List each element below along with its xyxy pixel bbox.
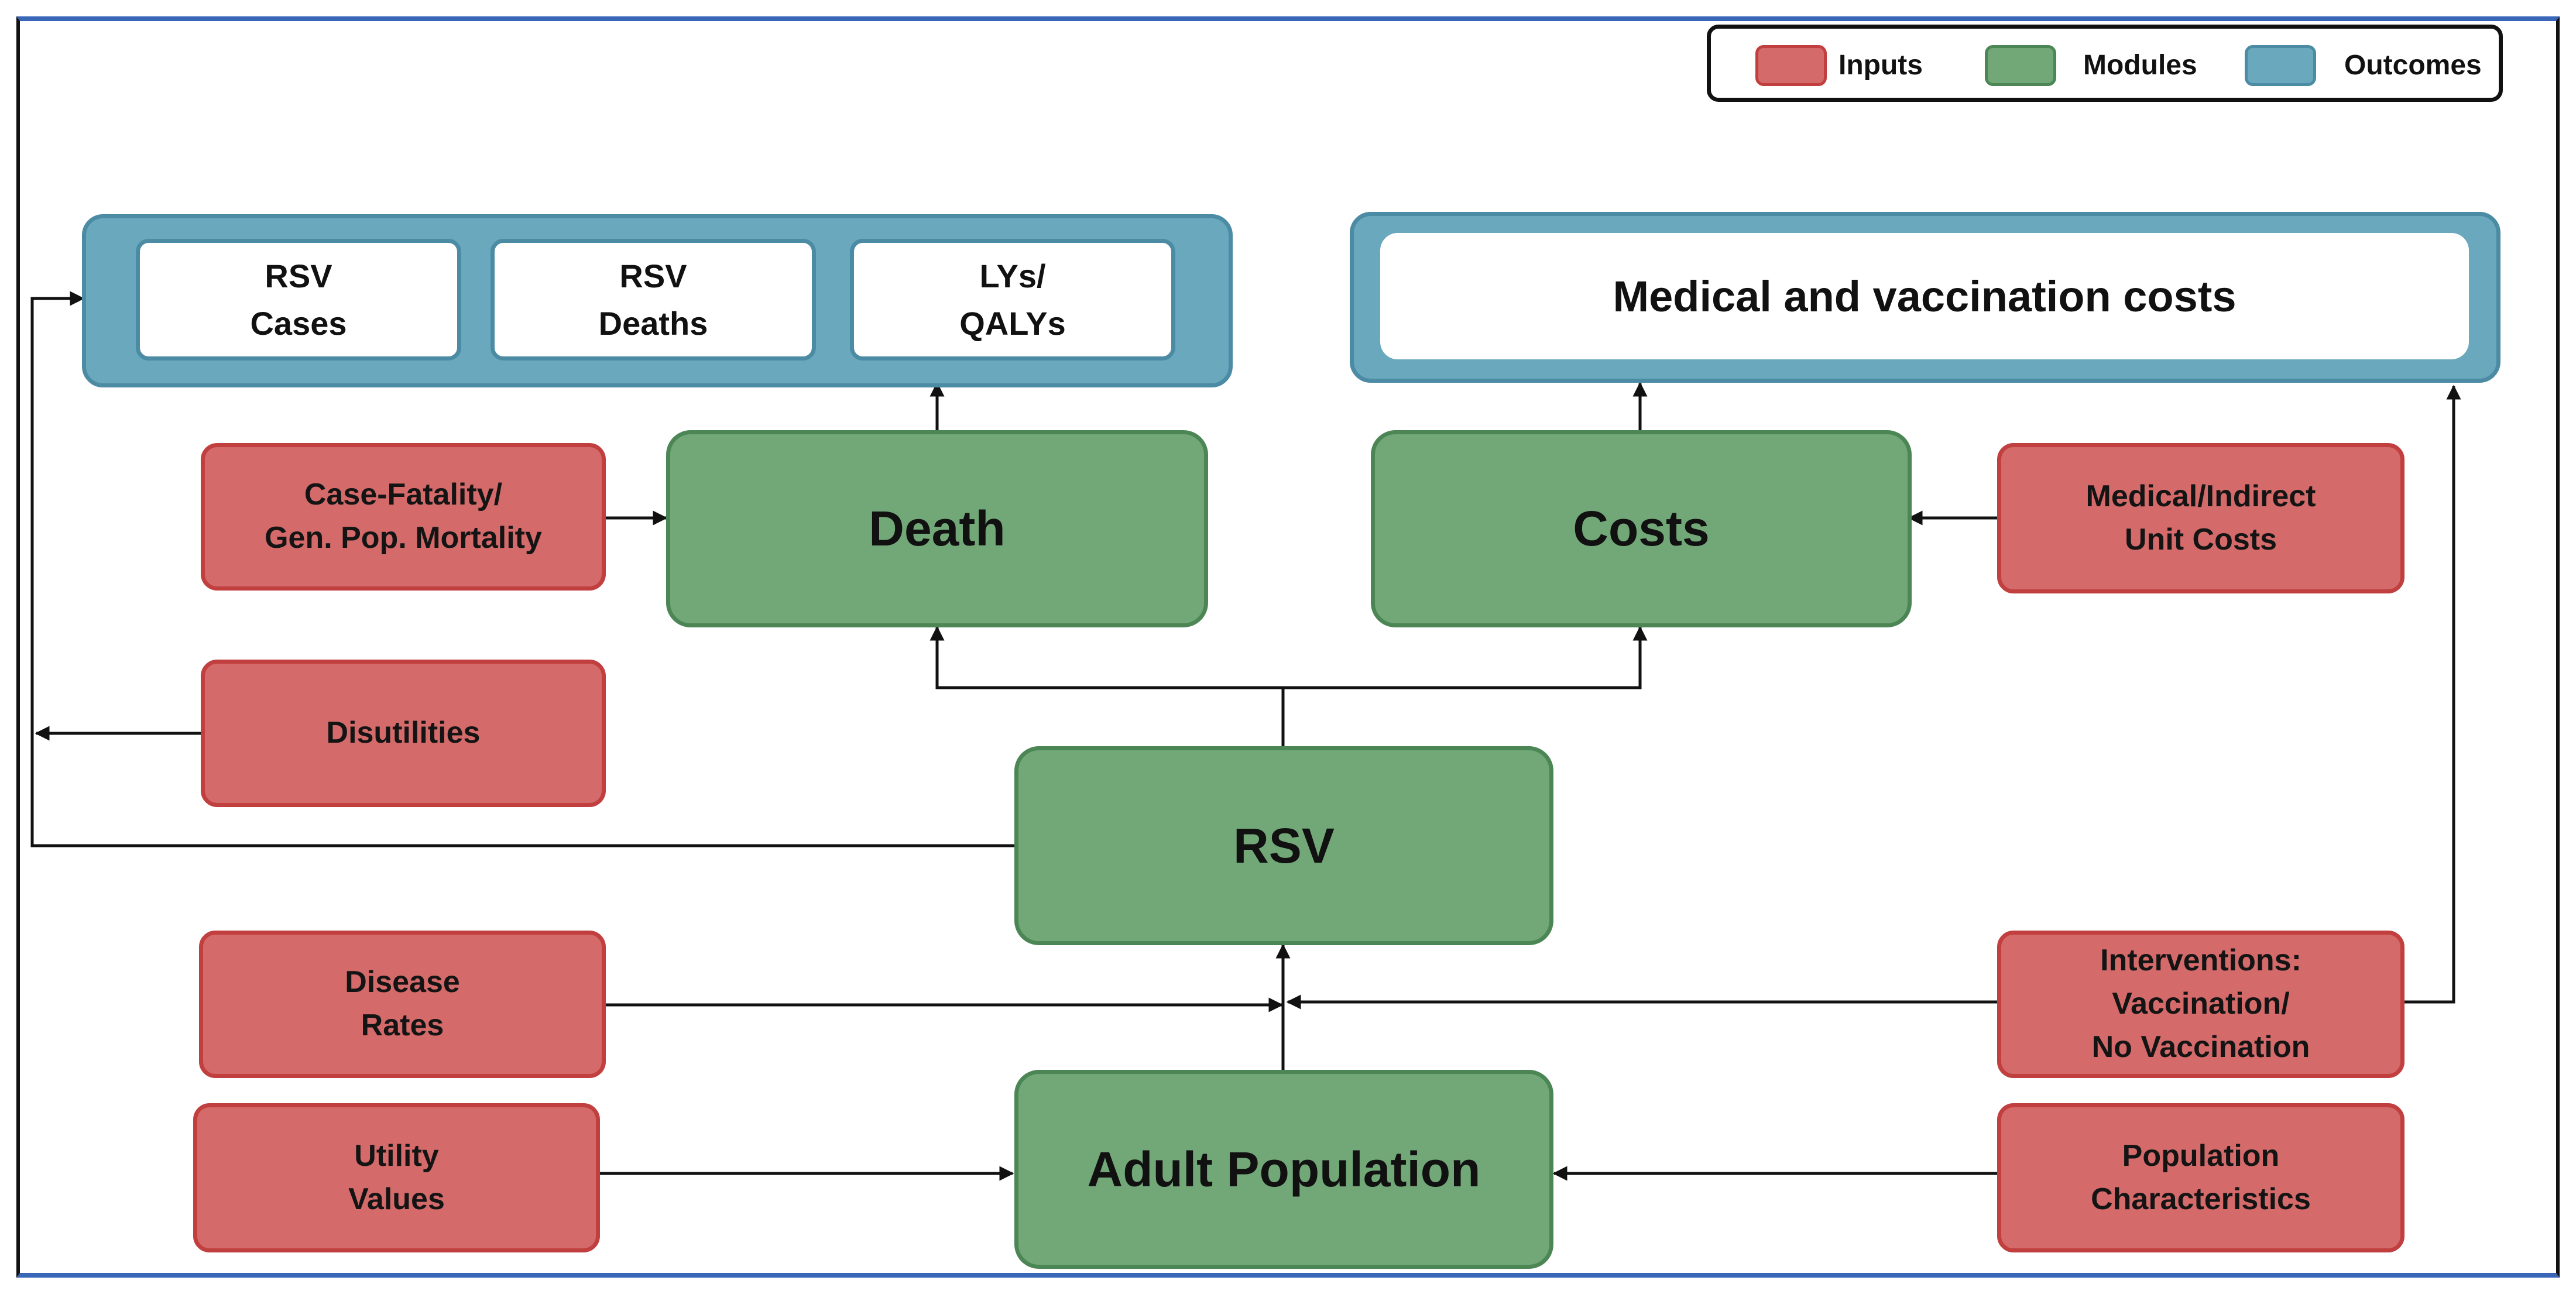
legend-label-inputs: Inputs: [1838, 50, 1923, 81]
input-medical-unit-costs-line-1: Medical/Indirect: [2086, 479, 2316, 513]
outcome-lys-qalys-line-1: LYs/: [979, 257, 1046, 294]
outcome-lys-qalys-line-2: QALYs: [959, 305, 1066, 342]
input-disease-rates-line-2: Rates: [361, 1008, 444, 1042]
input-case-fatality: Case-Fatality/Gen. Pop. Mortality: [201, 443, 606, 591]
module-rsv: RSV: [1014, 746, 1553, 945]
arrow-rsv-to-costs: [1283, 626, 1648, 689]
outcome-medical-vaccination-costs: Medical and vaccination costs: [1380, 233, 2469, 359]
legend-swatch-modules: [1985, 45, 2056, 86]
outcome-rsv-deaths-line-1: RSV: [619, 257, 687, 294]
input-interventions-line-1: Interventions:: [2100, 943, 2301, 978]
input-disutilities: Disutilities: [201, 660, 606, 807]
legend: Inputs Modules Outcomes: [1707, 25, 2503, 102]
module-adult-population: Adult Population: [1014, 1070, 1553, 1269]
input-medical-unit-costs-line-2: Unit Costs: [2125, 522, 2277, 557]
arrow-interventions-to-costs-panel: [2405, 385, 2461, 1004]
module-costs: Costs: [1371, 430, 1912, 627]
outcome-lys-qalys: LYs/QALYs: [850, 239, 1175, 361]
outcome-rsv-deaths-line-2: Deaths: [598, 305, 708, 342]
outcome-rsv-cases: RSV Cases: [136, 239, 461, 361]
input-case-fatality-line-2: Gen. Pop. Mortality: [265, 521, 542, 555]
input-population-characteristics-line-2: Characteristics: [2091, 1182, 2311, 1216]
input-interventions: Interventions: Vaccination/No Vaccination: [1997, 931, 2405, 1078]
input-case-fatality-line-1: Case-Fatality/: [304, 478, 503, 512]
module-death: Death: [666, 430, 1208, 627]
input-disease-rates-line-1: Disease: [345, 965, 460, 1000]
input-population-characteristics-line-1: Population: [2122, 1138, 2280, 1173]
outcome-rsv-deaths: RSV Deaths: [490, 239, 816, 361]
arrow-rsv-to-death: [929, 626, 1285, 746]
arrow-rsv-to-outcomes-loop: [30, 291, 1014, 847]
input-disutilities-line-1: Disutilities: [326, 716, 481, 750]
legend-label-modules: Modules: [2083, 50, 2197, 81]
outcome-rsv-cases-line-2: Cases: [250, 305, 347, 342]
legend-label-outcomes: Outcomes: [2344, 50, 2482, 81]
input-interventions-line-2: Vaccination/: [2112, 987, 2290, 1021]
input-interventions-line-3: No Vaccination: [2091, 1029, 2310, 1064]
outcome-rsv-cases-line-1: RSV: [265, 257, 332, 294]
input-utility-values-line-1: Utility: [354, 1138, 439, 1173]
legend-swatch-outcomes: [2245, 45, 2316, 86]
legend-swatch-inputs: [1755, 45, 1827, 86]
input-utility-values-line-2: Values: [348, 1182, 445, 1216]
